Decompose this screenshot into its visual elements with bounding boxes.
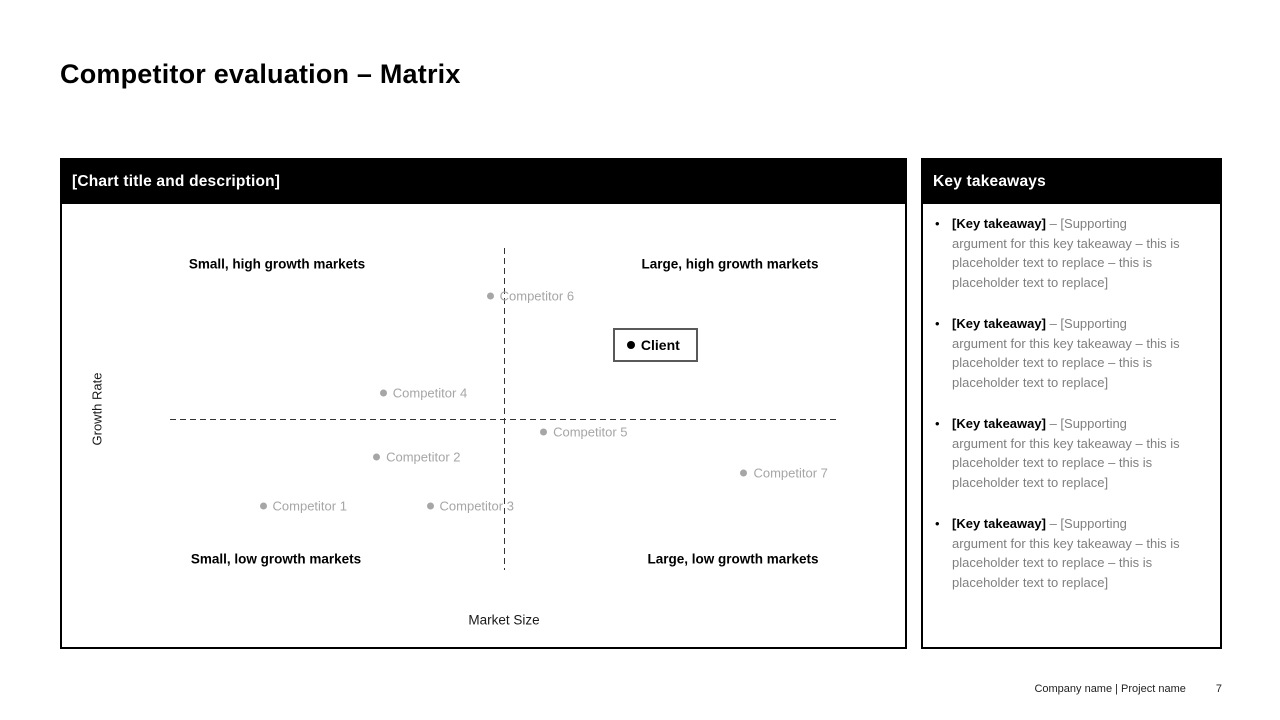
chart-panel: [Chart title and description] Small, hig… [60,158,907,649]
chart-panel-header: [Chart title and description] [62,160,905,204]
takeaway-body-text: – [Supporting argument for this key take… [952,316,1180,390]
point-dot-icon [626,340,635,349]
point-dot-icon [259,502,267,510]
bullet-icon: • [935,216,940,231]
quadrant-label-bottom-left: Small, low growth markets [190,551,362,567]
point-label: Competitor 1 [272,498,347,514]
competitor-marker: Competitor 1 [259,498,347,514]
competitor-marker: Competitor 4 [379,385,468,401]
footer-page-number: 7 [1215,683,1222,695]
y-axis-label: Growth Rate [89,372,105,446]
point-dot-icon [426,502,434,510]
point-label: Competitor 2 [386,449,461,465]
point-label: Client [640,336,680,353]
takeaway-body-text: – [Supporting argument for this key take… [952,216,1180,290]
point-dot-icon [740,469,748,477]
footer-company-project: Company name | Project name [1034,683,1186,695]
y-midline-dashed [504,248,505,570]
quadrant-label-top-left: Small, high growth markets [188,256,366,272]
competitor-marker: Competitor 7 [740,465,828,481]
takeaway-text: [Key takeaway] – [Supporting argument fo… [952,214,1180,292]
takeaways-panel-header: Key takeaways [923,160,1220,204]
plot-area: Competitor 1 Competitor 2 Competitor 3 Comp… [170,248,838,570]
takeaway-label: [Key takeaway] [952,216,1046,231]
bullet-icon: • [935,316,940,331]
point-label: Competitor 5 [553,424,628,440]
point-label: Competitor 6 [499,288,575,304]
takeaway-label: [Key takeaway] [952,316,1046,331]
takeaway-item: • [Key takeaway] – [Supporting argument … [935,514,1210,592]
slide-footer: Company name | Project name 7 [1034,683,1222,695]
takeaway-body-text: – [Supporting argument for this key take… [952,416,1180,490]
competitor-marker: Competitor 5 [540,424,628,440]
chart-body: Small, high growth markets Large, high g… [62,204,905,647]
page-title: Competitor evaluation – Matrix [60,59,461,89]
bullet-icon: • [935,516,940,531]
competitor-marker: Competitor 2 [373,449,461,465]
takeaway-text: [Key takeaway] – [Supporting argument fo… [952,414,1180,492]
takeaways-panel: Key takeaways • [Key takeaway] – [Suppor… [921,158,1222,649]
takeaway-label: [Key takeaway] [952,516,1046,531]
takeaway-text: [Key takeaway] – [Supporting argument fo… [952,314,1180,392]
takeaway-item: • [Key takeaway] – [Supporting argument … [935,314,1210,392]
quadrant-label-bottom-right: Large, low growth markets [647,551,819,567]
takeaway-text: [Key takeaway] – [Supporting argument fo… [952,514,1180,592]
takeaway-label: [Key takeaway] [952,416,1046,431]
point-dot-icon [486,292,494,300]
point-label: Competitor 3 [439,498,514,514]
point-label: Competitor 7 [753,465,828,481]
takeaways-panel-title: Key takeaways [933,173,1046,190]
takeaways-body: • [Key takeaway] – [Supporting argument … [923,204,1220,592]
quadrant-label-top-right: Large, high growth markets [641,256,819,272]
takeaway-body-text: – [Supporting argument for this key take… [952,516,1180,590]
takeaway-list: • [Key takeaway] – [Supporting argument … [935,214,1210,592]
chart-panel-title: [Chart title and description] [72,173,281,190]
x-axis-label: Market Size [468,612,540,628]
bullet-icon: • [935,416,940,431]
point-dot-icon [540,428,548,436]
takeaway-item: • [Key takeaway] – [Supporting argument … [935,214,1210,292]
point-dot-icon [373,453,381,461]
point-label: Competitor 4 [392,385,468,401]
takeaway-item: • [Key takeaway] – [Supporting argument … [935,414,1210,492]
competitor-marker: Competitor 6 [486,288,575,304]
point-dot-icon [379,389,387,397]
client-marker: Client [612,327,698,362]
competitor-marker: Competitor 3 [426,498,514,514]
